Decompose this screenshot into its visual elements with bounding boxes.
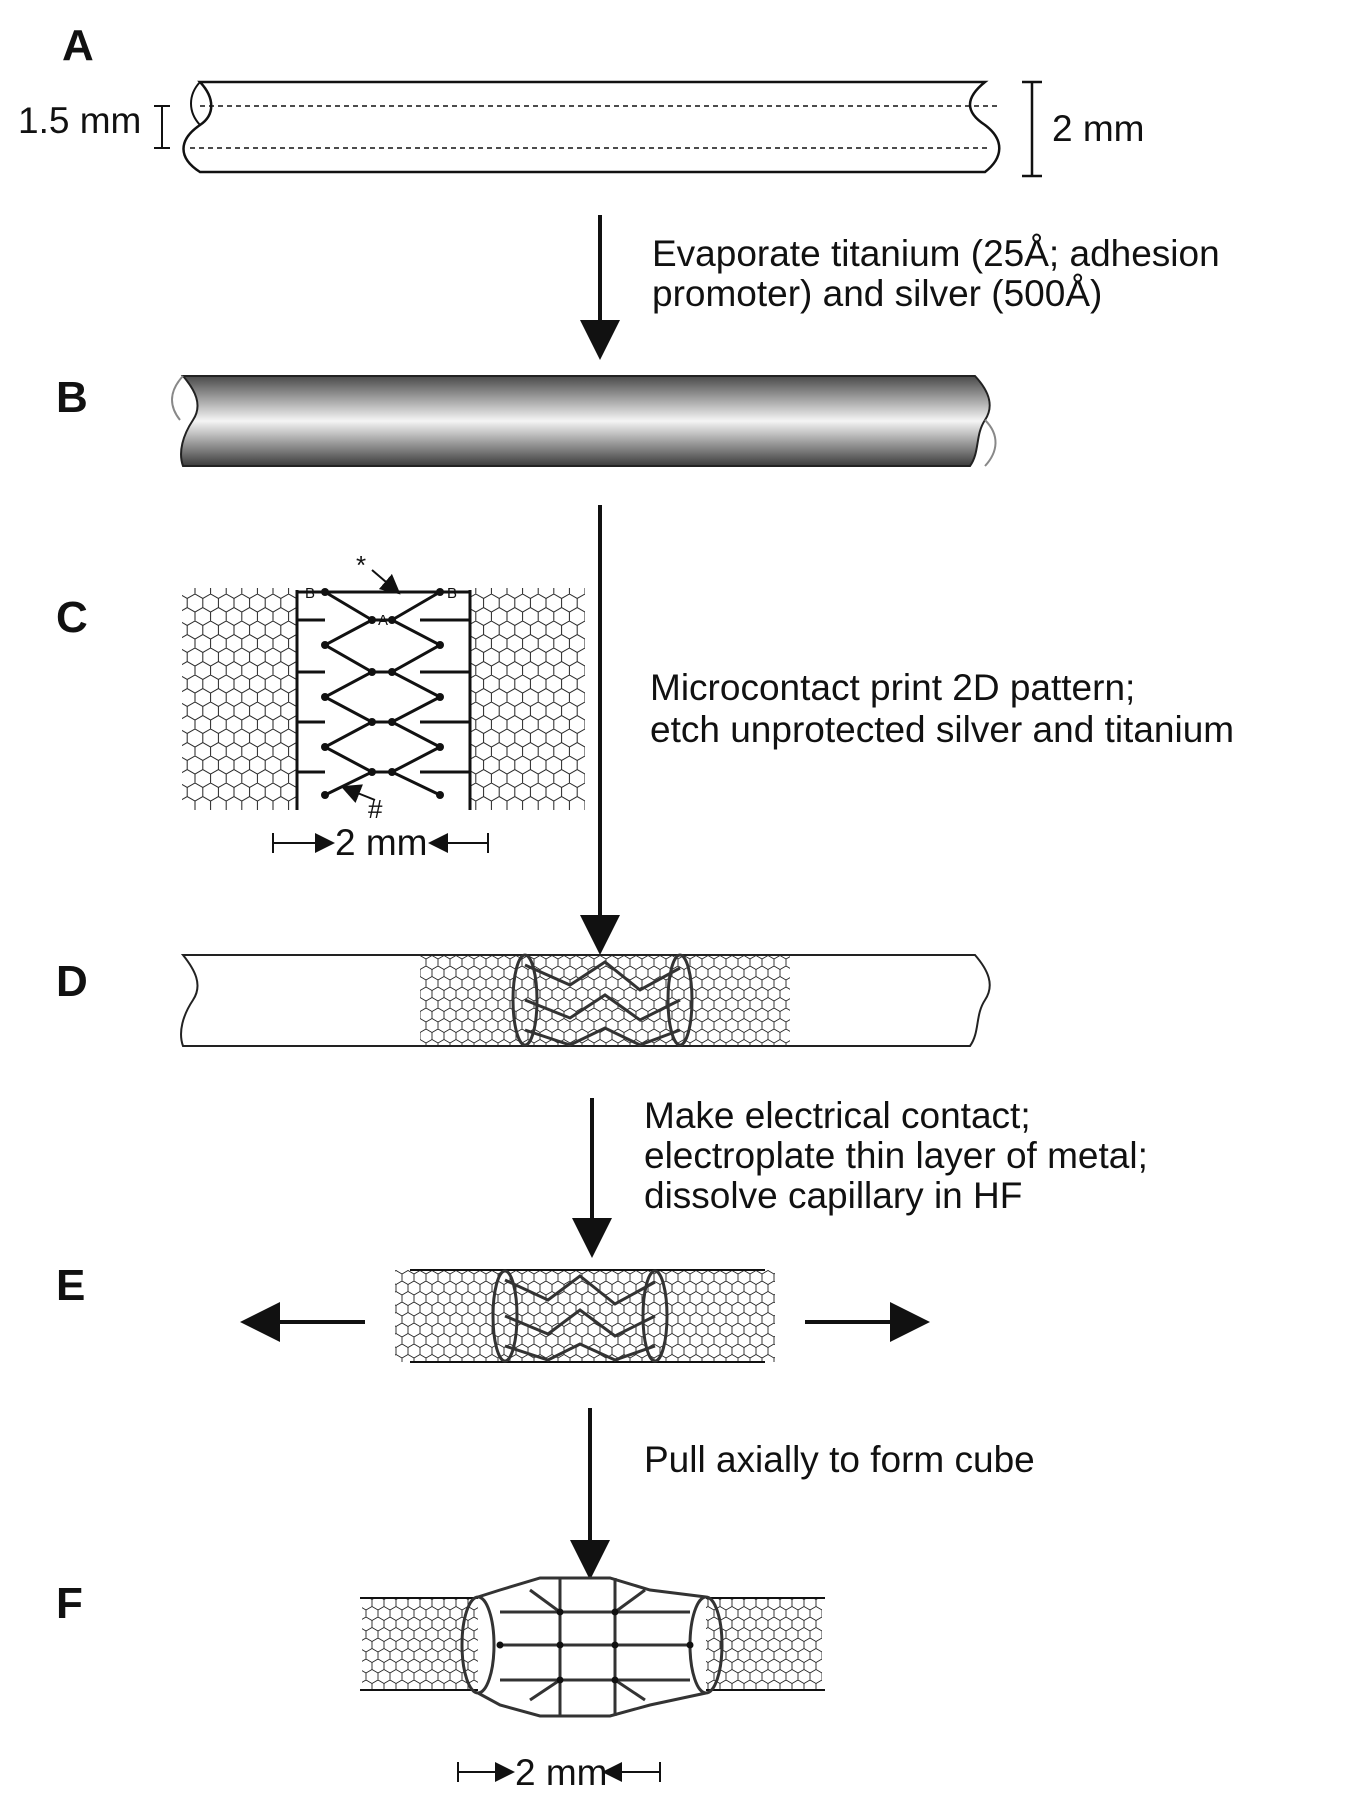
panel-label-e: E [56, 1261, 85, 1310]
step-1-line-1: Evaporate titanium (25Å; adhesion [652, 233, 1220, 274]
step-2-line-1: Microcontact print 2D pattern; [650, 667, 1135, 708]
step-1-caption: Evaporate titanium (25Å; adhesion promot… [652, 233, 1220, 314]
step-3-line-1: Make electrical contact; [644, 1095, 1031, 1136]
wrapped-stent-pattern [511, 953, 694, 1047]
pattern-width-label: 2 mm [335, 822, 428, 863]
free-standing-stent [491, 1269, 669, 1363]
step-3-caption: Make electrical contact; electroplate th… [644, 1095, 1148, 1216]
coated-left-end [171, 375, 184, 421]
hexagonal-band [420, 955, 790, 1046]
pattern-width-bracket [272, 833, 489, 853]
panel-label-d: D [56, 957, 88, 1006]
node-label-b-left: B [305, 585, 315, 602]
panel-e: E [56, 1261, 930, 1363]
asterisk-pointer [371, 569, 401, 595]
step-1-line-2: promoter) and silver (500Å) [652, 273, 1102, 314]
cube-interior [478, 1578, 706, 1718]
coated-right-end [984, 419, 997, 467]
hash-pointer [340, 784, 376, 803]
panel-label-c: C [56, 593, 88, 642]
free-standing-hex-mesh [395, 1270, 775, 1362]
cube-width-bracket [457, 1762, 661, 1782]
hexagonal-pad-left [182, 588, 297, 810]
outer-diameter-bracket [1022, 80, 1042, 178]
step-4-caption: Pull axially to form cube [644, 1439, 1035, 1480]
contact-nodes [321, 588, 444, 799]
step-2-caption: Microcontact print 2D pattern; etch unpr… [650, 667, 1234, 750]
asterisk-marker: * [356, 550, 366, 580]
panel-c: C [56, 550, 585, 863]
metal-coated-capillary [180, 375, 991, 467]
node-label-a: A [378, 612, 388, 629]
panel-f: F [56, 1576, 825, 1793]
inner-diameter-label: 1.5 mm [18, 100, 141, 141]
capillary-left-end [190, 81, 201, 126]
panel-label-a: A [62, 21, 94, 70]
panel-label-b: B [56, 373, 88, 422]
hash-marker: # [368, 794, 383, 824]
panel-label-f: F [56, 1579, 83, 1628]
hexagonal-pad-right [470, 588, 585, 810]
cube-nodes [496, 1608, 694, 1684]
step-2-line-2: etch unprotected silver and titanium [650, 709, 1234, 750]
panel-d: D [56, 953, 991, 1047]
step-3-line-2: electroplate thin layer of metal; [644, 1135, 1148, 1176]
panel-a: A 1.5 mm 2 mm [18, 21, 1145, 178]
step-4-line-1: Pull axially to form cube [644, 1439, 1035, 1480]
outer-diameter-label: 2 mm [1052, 108, 1145, 149]
inner-diameter-bracket [154, 105, 170, 149]
panel-b: B [56, 373, 997, 467]
node-label-b-right: B [447, 585, 457, 602]
glass-capillary [182, 80, 1001, 174]
step-3-line-3: dissolve capillary in HF [644, 1175, 1022, 1216]
cube-width-label: 2 mm [515, 1752, 608, 1793]
